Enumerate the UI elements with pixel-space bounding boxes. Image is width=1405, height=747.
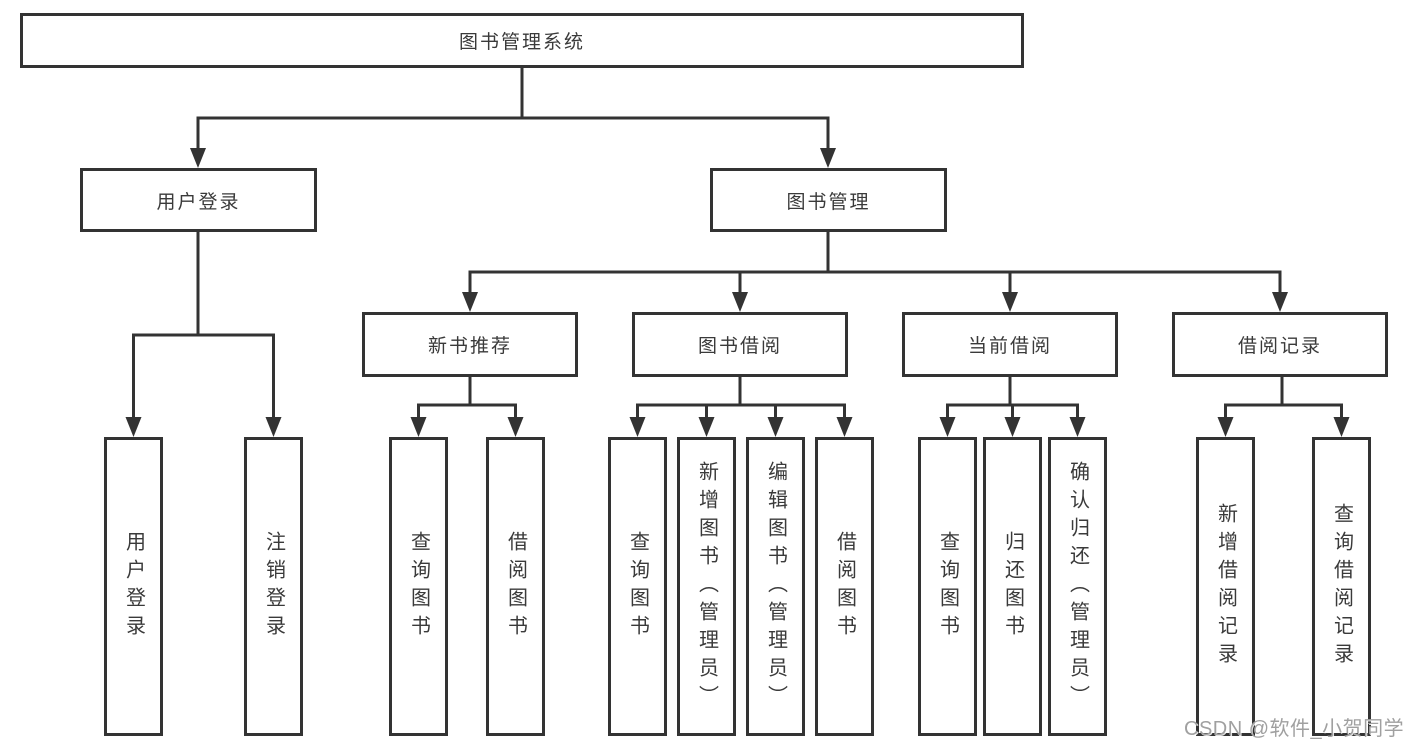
leaf-add-books-admin: 新增图书（管理员） xyxy=(677,437,736,736)
leaf-confirm-return-admin: 确认归还（管理员） xyxy=(1048,437,1107,736)
watermark-text: CSDN @软件_小贺同学 xyxy=(1184,718,1405,740)
leaf-label: 查询图书 xyxy=(407,530,430,643)
node-new-book-recommendation: 新书推荐 xyxy=(362,312,578,377)
leaf-return-books: 归还图书 xyxy=(983,437,1042,736)
leaf-add-borrow-record: 新增借阅记录 xyxy=(1196,437,1255,736)
leaf-label: 编辑图书（管理员） xyxy=(764,460,787,713)
leaf-borrow-books-recommend: 借阅图书 xyxy=(486,437,545,736)
node-label: 图书管理系统 xyxy=(458,32,585,53)
leaf-label: 用户登录 xyxy=(122,530,145,643)
leaf-search-books-borrow: 查询图书 xyxy=(608,437,667,736)
leaf-label: 确认归还（管理员） xyxy=(1066,460,1089,713)
node-book-borrowing: 图书借阅 xyxy=(632,312,848,377)
leaf-search-borrow-record: 查询借阅记录 xyxy=(1312,437,1371,736)
node-borrowing-records: 借阅记录 xyxy=(1172,312,1388,377)
node-user-login: 用户登录 xyxy=(80,168,317,232)
leaf-label: 新增借阅记录 xyxy=(1214,502,1237,671)
leaf-borrow-books: 借阅图书 xyxy=(815,437,874,736)
node-book-management: 图书管理 xyxy=(710,168,947,232)
leaf-search-books-recommend: 查询图书 xyxy=(389,437,448,736)
node-current-borrowing: 当前借阅 xyxy=(902,312,1118,377)
node-label: 用户登录 xyxy=(156,191,241,213)
node-label: 新书推荐 xyxy=(427,336,512,357)
leaf-label: 借阅图书 xyxy=(504,530,527,643)
leaf-label: 注销登录 xyxy=(262,530,285,643)
leaf-label: 归还图书 xyxy=(1001,530,1024,643)
leaf-label: 借阅图书 xyxy=(833,530,856,643)
leaf-search-books-current: 查询图书 xyxy=(918,437,977,736)
node-label: 图书管理 xyxy=(786,191,871,213)
node-library-management-system: 图书管理系统 xyxy=(20,13,1024,68)
leaf-label: 查询图书 xyxy=(936,530,959,643)
leaf-user-login: 用户登录 xyxy=(104,437,163,736)
node-label: 图书借阅 xyxy=(697,336,782,357)
node-label: 当前借阅 xyxy=(967,336,1052,357)
node-label: 借阅记录 xyxy=(1237,336,1322,357)
leaf-logout: 注销登录 xyxy=(244,437,303,736)
leaf-label: 查询图书 xyxy=(626,530,649,643)
leaf-label: 查询借阅记录 xyxy=(1330,502,1353,671)
leaf-edit-books-admin: 编辑图书（管理员） xyxy=(746,437,805,736)
leaf-label: 新增图书（管理员） xyxy=(695,460,718,713)
